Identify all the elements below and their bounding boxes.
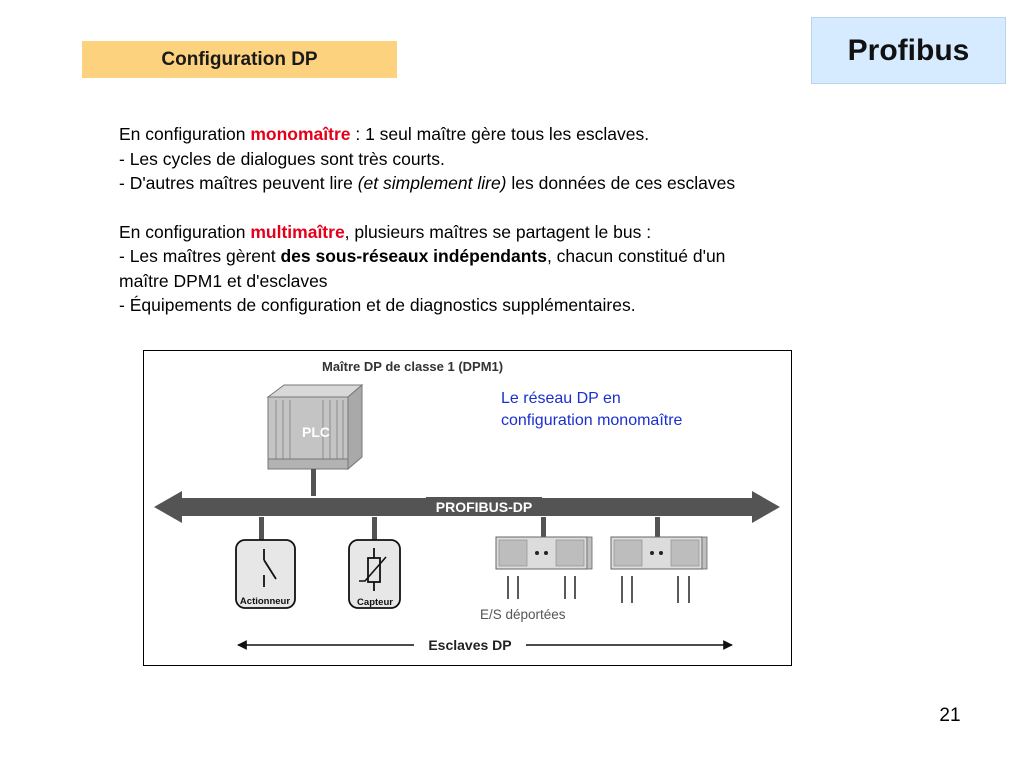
remote-io-module-1-icon [495,536,593,599]
multi-intro-prefix: En configuration [119,221,251,242]
mono-intro-suffix: : 1 seul maître gère tous les esclaves. [350,124,650,144]
mono-intro-prefix: En configuration [119,124,251,144]
section-label: Configuration DP [82,41,397,78]
io-2-drop-line [655,517,660,537]
master-drop-line [311,469,316,496]
sensor-label: Capteur [357,597,393,608]
section-label-text: Configuration DP [161,48,318,70]
network-note-line-1: Le réseau DP en [501,390,621,407]
remote-io-label: E/S déportées [480,607,566,622]
sensor-drop-line [372,517,377,540]
multi-bullet-1-suffix: , chacun constitué d'un maître DPM1 et d… [119,246,726,291]
page-number: 21 [939,705,961,726]
actuator-icon [235,539,296,609]
mono-bullet-2: - D'autres maîtres peuvent lire (et simp… [119,171,759,196]
network-note-line-2: configuration monomaître [501,412,683,429]
actuator-label: Actionneur [240,596,290,607]
sensor-icon [348,539,401,609]
multi-intro-line: En configuration multimaître, plusieurs … [119,220,759,245]
actuator-drop-line [259,517,264,540]
io-1-drop-line [541,517,546,537]
bus-label: PROFIBUS-DP [436,499,532,515]
mono-bullet-1: - Les cycles de dialogues sont très cour… [119,148,445,169]
plc-label: PLC [302,424,330,440]
remote-io-module-2-icon [610,536,708,603]
multi-bullet-1-bold: des sous-réseaux indépendants [280,246,547,266]
plc-rack-icon: PLC [266,383,364,471]
slide-title-text: Profibus [847,33,970,67]
master-label: Maître DP de classe 1 (DPM1) [322,359,503,374]
multi-bullet-1: - Les maîtres gèrent des sous-réseaux in… [119,244,759,293]
multi-intro-suffix: , plusieurs maîtres se partagent le bus … [344,221,652,242]
slaves-label: Esclaves DP [428,637,511,653]
mono-intro-line: En configuration monomaître : 1 seul maî… [119,122,759,147]
slide-body: En configuration monomaître : 1 seul maî… [119,122,759,318]
multi-keyword: multimaître [250,221,345,242]
diagram-canvas: Maître DP de classe 1 (DPM1) PLC Le rése… [154,359,780,653]
slide-title: Profibus [811,17,1006,84]
mono-bullet-2-italic: (et simplement lire) [357,173,507,193]
bus-label-plate [426,497,542,516]
profibus-diagram: Maître DP de classe 1 (DPM1) PLC Le rése… [143,350,792,666]
mono-bullet-2-prefix: - D'autres maîtres peuvent lire [119,173,358,193]
multi-bullet-1-prefix: - Les maîtres gèrent [119,246,281,266]
multi-bullet-2: - Équipements de configuration et de dia… [119,295,636,315]
paragraph-gap [119,196,759,220]
mono-bullet-2-suffix: les données de ces esclaves [506,173,736,193]
mono-keyword: monomaître [250,124,351,144]
